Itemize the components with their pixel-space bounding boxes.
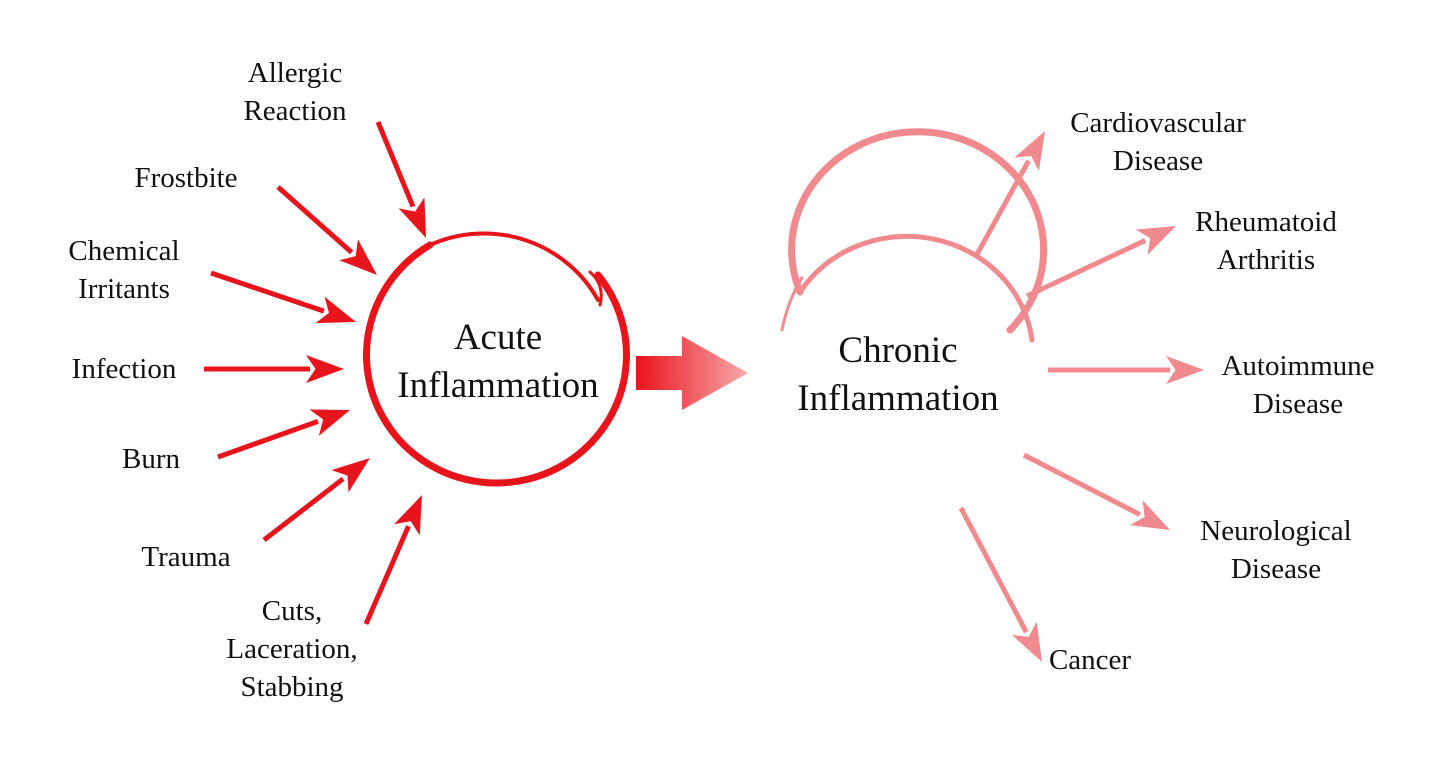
outcome-arrows [958, 131, 1204, 662]
cause-frostbite: Frostbite [106, 159, 266, 197]
cuts-arrow [363, 495, 422, 625]
outcome-label-line: Cardiovascular [1070, 107, 1246, 139]
acute-title: Acute Inflammation [368, 314, 628, 410]
cancer-arrow [958, 506, 1042, 662]
infection-arrow [204, 355, 344, 383]
cause-label-line: Irritants [78, 273, 170, 305]
outcome-cardiovascular-disease: Cardiovascular Disease [1048, 104, 1268, 180]
cause-cuts-laceration-stabbing: Cuts, Laceration, Stabbing [202, 592, 382, 706]
cause-arrows [204, 121, 426, 625]
outcome-neurological-disease: Neurological Disease [1176, 512, 1376, 588]
cause-infection: Infection [44, 350, 204, 388]
outcome-label-line: Disease [1112, 145, 1204, 177]
acute-circle [363, 231, 630, 487]
cause-label-line: Reaction [243, 95, 347, 127]
cause-burn: Burn [71, 440, 231, 478]
cardiovascular-arrow [972, 131, 1045, 260]
outcome-label-line: Arthritis [1216, 244, 1316, 276]
acute-title-line1: Acute [453, 317, 543, 358]
allergic-reaction-arrow [375, 121, 426, 238]
neurological-arrow [1022, 452, 1170, 530]
outcome-label-line: Autoimmune [1221, 350, 1375, 382]
chronic-circle [780, 128, 1048, 343]
cause-label-line: Stabbing [240, 671, 344, 703]
outcome-label-line: Neurological [1200, 515, 1352, 547]
outcome-label-line: Disease [1252, 388, 1344, 420]
cause-label-line: Laceration, [226, 633, 358, 665]
cause-label-line: Cuts, [261, 595, 323, 627]
rheumatoid-arrow [1025, 226, 1176, 299]
trauma-arrow [262, 458, 370, 542]
outcome-autoimmune-disease: Autoimmune Disease [1198, 347, 1398, 423]
chronic-title-line2: Inflammation [797, 378, 999, 419]
outcome-rheumatoid-arthritis: Rheumatoid Arthritis [1166, 203, 1366, 279]
acute-to-chronic-arrow [636, 336, 748, 410]
cause-trauma: Trauma [106, 538, 266, 576]
outcome-label-line: Cancer [1048, 644, 1132, 676]
outcome-label-line: Rheumatoid [1195, 206, 1337, 238]
cause-label-line: Allergic [247, 57, 343, 89]
cause-label-line: Frostbite [134, 162, 238, 194]
chronic-title: Chronic Inflammation [768, 327, 1028, 423]
acute-title-line2: Inflammation [397, 365, 599, 406]
cause-allergic-reaction: Allergic Reaction [215, 54, 375, 130]
cause-label-line: Infection [71, 353, 177, 385]
chemical-irritants-arrow [210, 270, 356, 324]
outcome-cancer: Cancer [1030, 641, 1150, 679]
frostbite-arrow [276, 185, 377, 275]
outcome-label-line: Disease [1230, 553, 1322, 585]
cause-label-line: Trauma [141, 541, 231, 573]
chronic-title-line1: Chronic [838, 330, 958, 371]
cause-label-line: Chemical [68, 235, 180, 267]
autoimmune-arrow [1048, 356, 1204, 384]
cause-label-line: Burn [122, 443, 180, 475]
cause-chemical-irritants: Chemical Irritants [44, 232, 204, 308]
burn-arrow [217, 409, 350, 460]
